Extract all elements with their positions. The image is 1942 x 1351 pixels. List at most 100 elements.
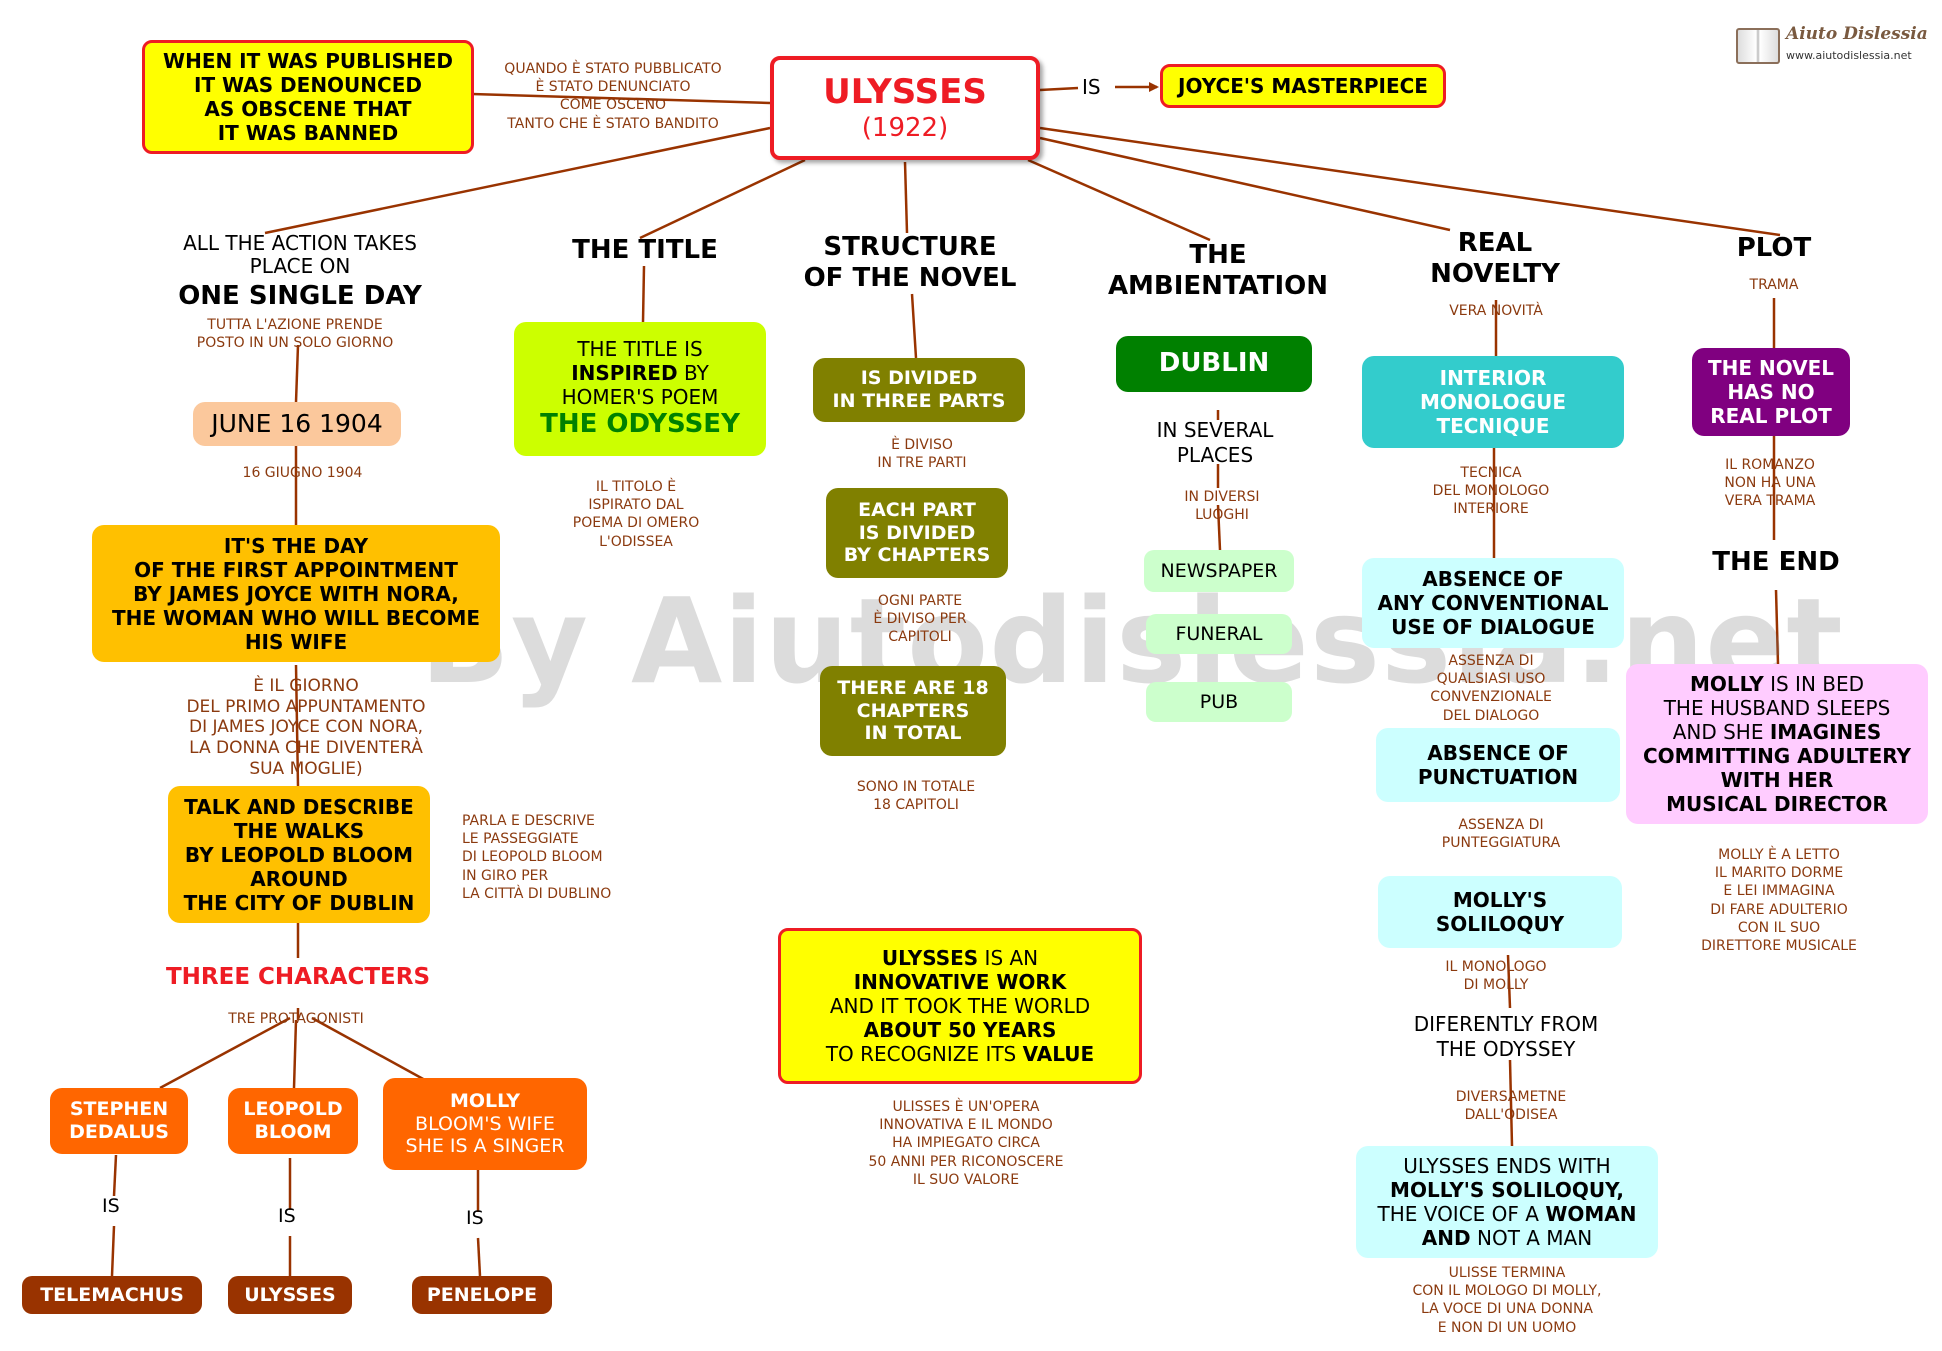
italian-line: DALL'ODISEA xyxy=(1464,1107,1558,1124)
text-line: PLACES xyxy=(1176,443,1254,467)
box-line: AROUND xyxy=(250,866,348,891)
italian-line: CON IL SUO xyxy=(1737,919,1821,936)
box-line: USE OF DIALOGUE xyxy=(1391,615,1595,639)
box-line: THERE ARE 18 xyxy=(837,676,989,699)
italian-line: POSTO IN UN SOLO GIORNO xyxy=(196,335,394,352)
published-line: IT WAS BANNED xyxy=(217,121,399,145)
box-line: IT'S THE DAY xyxy=(223,533,369,558)
parts-box: IS DIVIDED IN THREE PARTS xyxy=(813,358,1025,422)
italian-line: NON HA UNA xyxy=(1724,475,1816,492)
box-line: THE TITLE IS xyxy=(577,337,703,362)
italian-line: DEL MONOLOGO xyxy=(1432,483,1550,500)
book-icon xyxy=(1736,28,1780,64)
italian-line: DEL PRIMO APPUNTAMENTO xyxy=(186,696,426,717)
heading-bold: ONE SINGLE DAY xyxy=(178,281,422,311)
punctuation-italian: ASSENZA DI PUNTEGGIATURA xyxy=(1406,816,1596,852)
heading-line: PLACE ON xyxy=(249,254,351,278)
italian-line: LA VOCE DI UNA DONNA xyxy=(1421,1301,1593,1318)
italian-line: OGNI PARTE xyxy=(877,593,963,609)
italian-line: QUANDO È STATO PUBBLICATO xyxy=(504,61,722,77)
italian-line: INNOVATIVA E IL MONDO xyxy=(879,1117,1053,1134)
box-line: BY LEOPOLD BLOOM xyxy=(184,842,414,867)
box-line: BLOOM xyxy=(254,1121,332,1143)
italian-line: È DIVISO PER xyxy=(873,611,967,628)
italian-line: DI MOLLY xyxy=(1463,977,1529,994)
date-box: JUNE 16 1904 xyxy=(193,402,401,446)
is-label: IS xyxy=(1082,75,1101,99)
box-line: EACH PART xyxy=(858,498,976,521)
italian-line: PARLA E DESCRIVE xyxy=(462,813,595,829)
molly-plot-italian: MOLLY È A LETTO IL MARITO DORME E LEI IM… xyxy=(1682,846,1876,955)
box-line: OF THE FIRST APPOINTMENT xyxy=(134,557,458,582)
plot-italian: TRAMA xyxy=(1749,277,1799,293)
box-line: MOLLY'S SOLILOQUY, xyxy=(1390,1178,1624,1202)
heading-line: THE xyxy=(1189,240,1247,270)
chapters-italian: OGNI PARTE È DIVISO PER CAPITOLI xyxy=(820,592,1020,647)
box-bold: IMAGINES xyxy=(1769,720,1882,744)
box-line: BY JAMES JOYCE WITH NORA, xyxy=(133,581,459,606)
italian-line: È IL GIORNO xyxy=(253,676,359,696)
published-line: AS OBSCENE THAT xyxy=(204,97,412,121)
box-line: HAS NO xyxy=(1727,380,1815,404)
is-label: IS xyxy=(278,1205,296,1227)
heading-line: REAL xyxy=(1457,228,1533,258)
punctuation-box: ABSENCE OF PUNCTUATION xyxy=(1376,728,1620,802)
newspaper-box: NEWSPAPER xyxy=(1144,550,1294,592)
novelty-italian: VERA NOVITÀ xyxy=(1449,303,1543,319)
box-line: THE NOVEL xyxy=(1707,356,1835,380)
soliloquy-italian: IL MONOLOGO DI MOLLY xyxy=(1416,958,1576,994)
box-line: BY CHAPTERS xyxy=(843,544,991,567)
italian-line: SONO IN TOTALE xyxy=(856,779,976,795)
box-line: TECNIQUE xyxy=(1436,414,1550,438)
single-day-italian: TUTTA L'AZIONE PRENDE POSTO IN UN SOLO G… xyxy=(170,316,420,352)
logo[interactable]: Aiuto Dislessia www.aiutodislessia.net xyxy=(1736,24,1932,68)
characters-heading: THREE CHARACTERS xyxy=(165,964,431,990)
central-node: ULYSSES (1922) xyxy=(770,56,1040,160)
characters-italian: TRE PROTAGONISTI xyxy=(228,1011,364,1027)
appointment-italian: È IL GIORNO DEL PRIMO APPUNTAMENTO DI JA… xyxy=(156,676,456,780)
innovative-box: ULYSSES IS AN INNOVATIVE WORK AND IT TOO… xyxy=(778,928,1142,1084)
places-text: IN SEVERAL PLACES xyxy=(1130,418,1300,468)
telemachus-box: TELEMACHUS xyxy=(22,1276,202,1314)
heading-line: OF THE NOVEL xyxy=(803,263,1017,294)
box-line: SOLILOQUY xyxy=(1435,912,1565,936)
box-line: STEPHEN xyxy=(69,1098,169,1121)
logo-name: Aiuto Dislessia xyxy=(1786,24,1928,44)
box-line: MOLLY IS IN BED xyxy=(1690,672,1864,696)
heading-line: ALL THE ACTION TAKES xyxy=(183,231,417,255)
box-inline: AND SHE xyxy=(1672,720,1764,744)
box-line: ULYSSES ENDS WITH xyxy=(1403,1154,1611,1178)
box-inline: TO RECOGNIZE ITS xyxy=(825,1042,1017,1066)
box-bold: WOMAN xyxy=(1545,1202,1637,1226)
box-line: AND SHE IMAGINES xyxy=(1673,720,1882,744)
italian-line: DIRETTORE MUSICALE xyxy=(1701,937,1857,954)
box-inline: IS AN xyxy=(984,946,1039,970)
italian-line: TUTTA L'AZIONE PRENDE xyxy=(207,317,383,333)
box-line: ABSENCE OF xyxy=(1427,741,1569,765)
masterpiece-box: JOYCE'S MASTERPIECE xyxy=(1160,64,1446,108)
places-italian: IN DIVERSI LUOGHI xyxy=(1142,488,1302,524)
italian-line: IL TITOLO È xyxy=(595,479,677,495)
text-line: IN SEVERAL xyxy=(1156,418,1274,442)
soliloquy-box: MOLLY'S SOLILOQUY xyxy=(1378,876,1622,948)
published-box: WHEN IT WAS PUBLISHED IT WAS DENOUNCED A… xyxy=(142,40,474,154)
italian-line: ISPIRATO DAL xyxy=(588,497,684,514)
ulysses-char-box: ULYSSES xyxy=(228,1276,352,1314)
italian-line: COME OSCENO xyxy=(559,97,667,114)
the-end-heading: THE END xyxy=(1712,547,1840,577)
box-line: MONOLOGUE xyxy=(1420,390,1566,414)
walks-box: TALK AND DESCRIBE THE WALKS BY LEOPOLD B… xyxy=(168,786,430,923)
italian-line: IL SUO VALORE xyxy=(912,1171,1020,1188)
italian-line: DI FARE ADULTERIO xyxy=(1710,901,1848,918)
italian-line: SUA MOGLIE) xyxy=(249,758,363,779)
box-line: THE HUSBAND SLEEPS xyxy=(1663,696,1891,720)
italian-line: HA IMPIEGATO CIRCA xyxy=(892,1135,1040,1152)
italian-line: LE PASSEGGIATE xyxy=(462,831,579,848)
box-line: SHE IS A SINGER xyxy=(405,1135,565,1158)
structure-heading: STRUCTURE OF THE NOVEL xyxy=(770,232,1050,294)
italian-line: CONVENZIONALE xyxy=(1430,689,1552,706)
published-line: IT WAS DENOUNCED xyxy=(194,73,422,97)
novelty-heading: REAL NOVELTY xyxy=(1390,228,1600,290)
different-italian: DIVERSAMETNE DALL'ODISEA xyxy=(1426,1088,1596,1124)
italian-line: TANTO CHE È STATO BANDITO xyxy=(507,115,719,132)
